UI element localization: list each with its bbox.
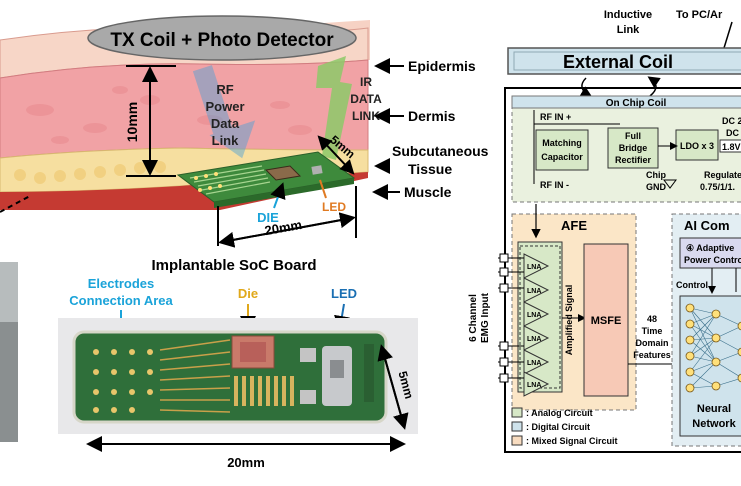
chip-gnd-label-1: Chip	[646, 170, 666, 180]
neural-network-label-2: Network	[692, 418, 736, 430]
depth-dimension-label: 10mm	[124, 102, 140, 142]
matching-label-1: Matching	[542, 138, 582, 148]
ldo-block	[675, 129, 719, 161]
tx-coil-ellipse	[87, 15, 357, 61]
neural-network-graph	[685, 303, 741, 393]
lna-amplifiers: LNA LNA LNA LNA LNA LNA	[523, 253, 550, 397]
lna-label-6: LNA	[527, 382, 541, 389]
photo-title: Implantable SoC Board	[151, 257, 316, 274]
dc-label-1: DC 2	[722, 116, 741, 126]
legend: : Analog Circuit : Digital Circuit : Mix…	[511, 407, 618, 446]
subcutaneous-label-1: Subcutaneous	[392, 143, 489, 159]
lna-6	[523, 371, 550, 397]
external-coil-label: External Coil	[563, 52, 673, 72]
matching-capacitor-block	[535, 129, 589, 171]
legend-analog: : Analog Circuit	[526, 408, 593, 418]
legend-digital: : Digital Circuit	[526, 422, 590, 432]
features-label-4: Features	[633, 350, 671, 360]
msfe-block	[583, 243, 629, 397]
emg-input-label-2: EMG Input	[480, 292, 491, 343]
photo-length-label: 20mm	[227, 455, 265, 470]
lna-3	[523, 301, 550, 327]
lna-4	[523, 325, 550, 351]
chip-gnd-label-2: GND	[646, 182, 667, 192]
ir-link-arrow	[316, 56, 352, 160]
lna-1	[523, 253, 550, 279]
ir-link-line-3: LINK	[352, 109, 380, 123]
dermis-label: Dermis	[408, 108, 456, 124]
rf-in-minus-label: RF IN -	[540, 180, 569, 190]
neural-network-block	[679, 295, 741, 437]
dc-label-2: DC	[726, 128, 739, 138]
implant-led	[311, 165, 323, 175]
bridge-rectifier-block	[607, 127, 659, 169]
rf-link-arrow	[192, 65, 256, 159]
led-label: LED	[322, 200, 346, 214]
ir-link-line-1: IR	[360, 75, 372, 89]
implant-die	[264, 165, 302, 181]
tissue-labels: Epidermis Dermis Subcutaneous Tissue Mus…	[372, 58, 489, 200]
on-chip-coil	[511, 95, 741, 109]
electrodes-label-2: Connection Area	[69, 293, 173, 308]
afe-title: AFE	[561, 218, 587, 233]
matching-label-2: Capacitor	[541, 152, 583, 162]
features-label-3: Domain	[635, 338, 668, 348]
neural-network-label-1: Neural	[697, 403, 731, 415]
rf-link-line-2: Power	[205, 99, 244, 114]
epidermis-label: Epidermis	[408, 58, 476, 74]
rf-link-line-3: Data	[211, 116, 240, 131]
bridge-label-2: Bridge	[619, 143, 648, 153]
rf-in-plus-label: RF IN +	[540, 112, 571, 122]
adaptive-label-1: ④ Adaptive	[686, 243, 734, 253]
die-photo-label: Die	[238, 286, 258, 301]
lna-2	[523, 277, 550, 303]
control-label: Control	[676, 280, 708, 290]
muscle-label: Muscle	[404, 184, 452, 200]
emg-input-ports	[498, 253, 524, 383]
soc-board	[72, 330, 388, 424]
lna-label-5: LNA	[527, 360, 541, 367]
length-dimension-label: 20mm	[263, 217, 303, 238]
ldo-label: LDO x 3	[680, 141, 714, 151]
led-photo-label: LED	[331, 286, 357, 301]
amplified-signal-label: Amplified Signal	[564, 285, 574, 356]
die-label: DIE	[257, 210, 279, 225]
depth-dimension	[126, 65, 176, 177]
regulated-label-1: Regulate	[704, 170, 741, 180]
features-label-2: Time	[642, 326, 663, 336]
emg-input-label-1: 6 Channel	[468, 294, 479, 342]
regulated-label-2: 0.75/1/1.	[700, 182, 735, 192]
legend-mixed: : Mixed Signal Circuit	[526, 436, 618, 446]
bridge-label-1: Full	[625, 131, 641, 141]
length-dimension	[217, 186, 357, 248]
inductive-link-label-2: Link	[617, 24, 640, 36]
tx-coil-label: TX Coil + Photo Detector	[110, 30, 334, 51]
lna-label-1: LNA	[527, 264, 541, 271]
inductive-link-label-1: Inductive	[604, 9, 652, 21]
features-label-1: 48	[647, 314, 657, 324]
lna-label-4: LNA	[527, 336, 541, 343]
subcutaneous-label-2: Tissue	[408, 161, 452, 177]
adaptive-label-2: Power Contro	[684, 255, 741, 265]
lna-label-3: LNA	[527, 312, 541, 319]
dc-label-3: 1.8V	[722, 142, 741, 152]
msfe-label: MSFE	[591, 315, 622, 327]
lna-label-2: LNA	[527, 288, 541, 295]
ai-title: AI Com	[684, 218, 730, 233]
ir-link-line-2: DATA	[350, 92, 382, 106]
rf-link-line-1: RF	[216, 82, 233, 97]
bridge-label-3: Rectifier	[615, 155, 652, 165]
adaptive-power-block	[679, 237, 741, 269]
electrodes-label-1: Electrodes	[88, 276, 154, 291]
on-chip-coil-label: On Chip Coil	[606, 98, 667, 109]
to-pc-label: To PC/Ar	[676, 9, 723, 21]
rf-link-line-4: Link	[212, 133, 239, 148]
